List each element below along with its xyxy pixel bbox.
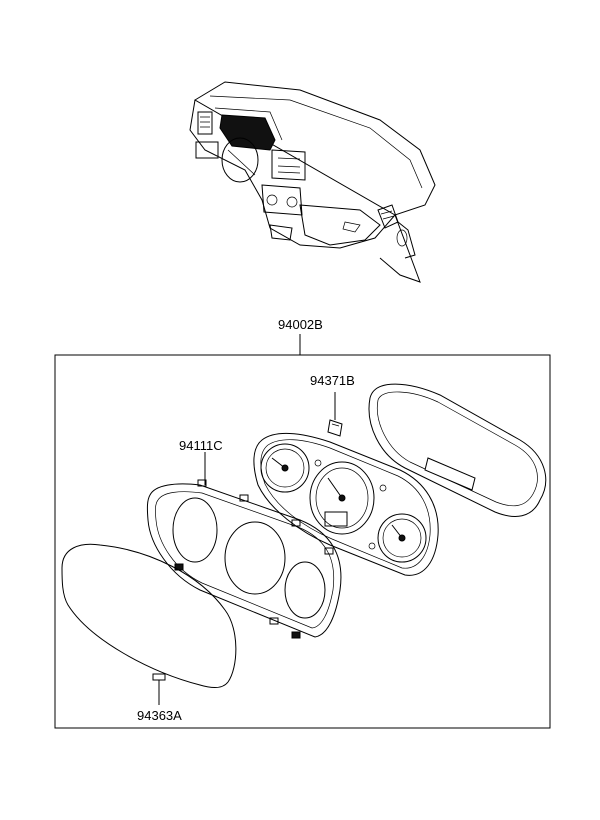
label-housing: 94111C xyxy=(179,438,223,453)
dashboard-illustration xyxy=(189,81,436,283)
front-lens xyxy=(61,543,237,689)
label-bulb: 94371B xyxy=(310,373,355,388)
assembly-frame xyxy=(54,354,551,729)
bulb-socket xyxy=(327,392,343,437)
label-assembly: 94002B xyxy=(278,317,323,332)
housing xyxy=(146,452,342,639)
rear-cover xyxy=(368,383,547,517)
clip xyxy=(152,673,166,705)
label-clip: 94363A xyxy=(137,708,182,723)
gauge-face xyxy=(253,432,439,576)
